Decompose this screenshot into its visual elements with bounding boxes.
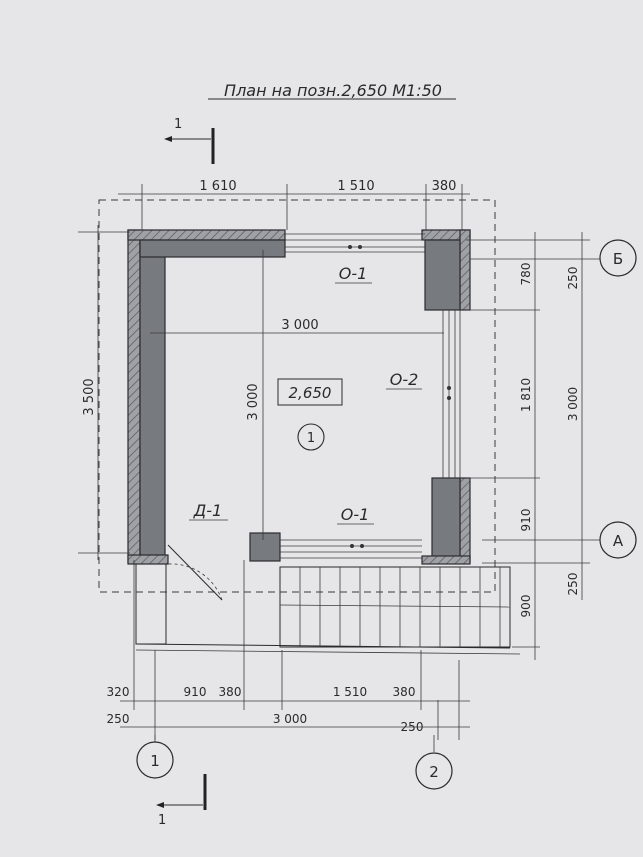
- section-label-bottom: 1: [158, 813, 166, 828]
- axis-label-b: Б: [613, 250, 623, 268]
- axis-label-2: 2: [429, 763, 439, 781]
- dim-bottom-4: 1 510: [333, 685, 367, 699]
- label-door: Д-1: [193, 501, 222, 520]
- level-mark: 2,650: [289, 384, 332, 402]
- dim-right-outer-1: 250: [566, 267, 580, 290]
- dim-right-outer-2: 3 000: [566, 387, 580, 421]
- axis-label-a: А: [613, 532, 624, 550]
- dim-inner-vertical: 3 000: [246, 383, 261, 420]
- label-window-right: О-2: [390, 370, 419, 389]
- top-dimension-chain: 1 610 1 510 380: [118, 179, 470, 230]
- section-mark-bottom: 1: [156, 774, 207, 828]
- dim-bottom-row2-1: 250: [107, 712, 130, 726]
- dim-inner-horizontal: 3 000: [281, 318, 318, 333]
- room-number: 1: [307, 431, 315, 446]
- dim-bottom-row2-2: 3 000: [273, 712, 307, 726]
- window-bottom-symbol: [280, 539, 422, 559]
- axis-2: 2: [415, 735, 453, 790]
- section-mark-top: 1: [164, 117, 215, 164]
- section-label-top: 1: [174, 117, 182, 132]
- roof-outline: [98, 199, 496, 593]
- dim-bottom-row2-3: 250: [401, 720, 424, 734]
- walls: [127, 229, 471, 565]
- axis-label-1: 1: [150, 752, 160, 770]
- dim-top-1: 1 610: [199, 179, 236, 194]
- porch: [135, 563, 521, 655]
- label-window-bottom: О-1: [341, 505, 370, 524]
- window-top-symbol: [285, 233, 425, 253]
- dim-bottom-1: 320: [107, 685, 130, 699]
- dim-bottom-3: 380: [219, 685, 242, 699]
- dim-bottom-2: 910: [184, 685, 207, 699]
- window-right-symbol: [442, 310, 461, 478]
- axis-b: Б: [470, 239, 637, 277]
- room-labels: 2,650 1 О-1 О-2 О-1 Д-1: [189, 264, 422, 525]
- porch-boards: [279, 567, 511, 647]
- axis-a: А: [482, 521, 637, 559]
- right-dimension-chains: 780 1 810 910 900 250 3 000 250: [466, 232, 590, 660]
- dim-left: 3 500: [82, 378, 97, 415]
- plan-title: План на позн.2,650 М1:50: [224, 81, 442, 100]
- dim-right-2: 1 810: [519, 378, 533, 412]
- dim-top-2: 1 510: [337, 179, 374, 194]
- dim-right-3: 910: [519, 509, 533, 532]
- axis-1: 1: [136, 735, 174, 779]
- bottom-dimension-chains: 320 910 380 1 510 380 250 3 000 250: [107, 560, 470, 740]
- label-window-top: О-1: [339, 264, 368, 283]
- dim-right-porch: 900: [519, 595, 533, 618]
- left-dimension: 3 500: [78, 225, 130, 560]
- dim-right-outer-3: 250: [566, 573, 580, 596]
- dim-top-3: 380: [432, 179, 457, 194]
- dim-bottom-5: 380: [393, 685, 416, 699]
- door-symbol: [167, 544, 223, 601]
- dim-right-1: 780: [519, 263, 533, 286]
- inner-dimensions: 3 000 3 000: [150, 250, 444, 540]
